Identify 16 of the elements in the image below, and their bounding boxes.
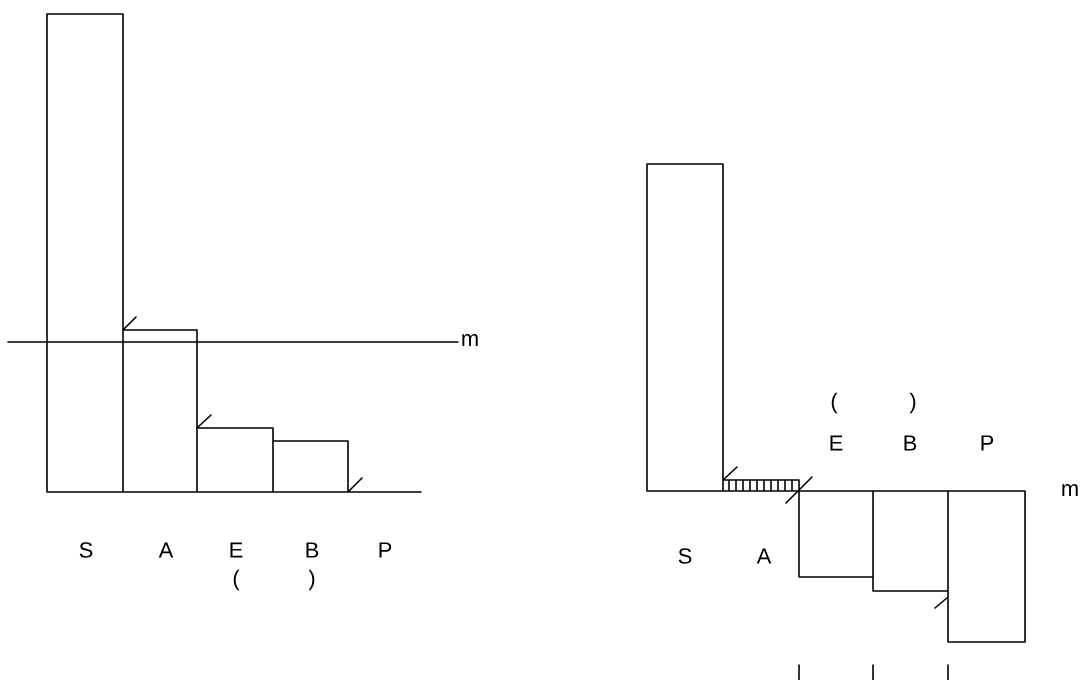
letter-label: B — [904, 435, 917, 451]
letter-label: ( — [831, 392, 838, 414]
letter-label: m — [462, 334, 478, 346]
letter-label: ) — [308, 569, 315, 591]
letter-label: ( — [233, 569, 240, 591]
letter-label: m — [1062, 484, 1078, 496]
letter-label: P — [379, 542, 392, 558]
letter-label: B — [306, 542, 319, 558]
letter-label: A — [756, 548, 772, 564]
letter-label: E — [830, 435, 843, 451]
letter-label: ) — [909, 392, 916, 414]
letter-label: S — [678, 548, 692, 564]
letter-label: P — [981, 435, 994, 451]
letter-label: S — [79, 542, 93, 558]
letter-label: E — [230, 542, 243, 558]
letter-label: A — [158, 542, 174, 558]
